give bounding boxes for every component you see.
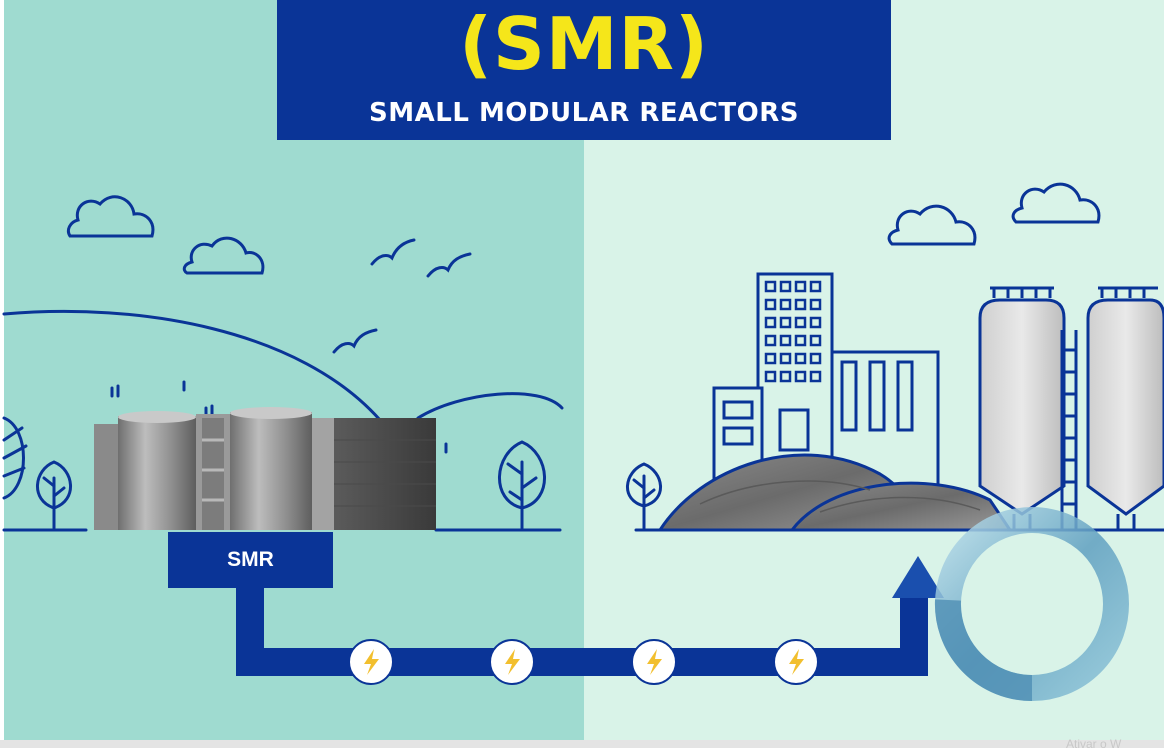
cloud-icon: [887, 204, 977, 246]
hill-outline: [416, 392, 564, 420]
tower-windows: [764, 280, 822, 383]
cloud-icon: [66, 195, 155, 238]
cloud-icon: [182, 236, 265, 275]
lightning-icon: [489, 639, 535, 685]
bird-icon: [370, 238, 416, 266]
tree-icon: [2, 416, 25, 500]
bird-icon: [332, 328, 378, 354]
activation-watermark: Ativar o W: [1066, 737, 1122, 748]
lightning-icon: [631, 639, 677, 685]
left-edge: [0, 0, 4, 740]
title-banner: (SMR) SMALL MODULAR REACTORS: [277, 0, 891, 140]
power-line: [236, 556, 944, 676]
cycle-ring: [934, 507, 1129, 702]
cloud-icon: [1011, 182, 1101, 224]
smr-building: [94, 407, 436, 530]
smr-label-box: SMR: [168, 532, 333, 588]
bottom-bar: [0, 740, 1164, 748]
left-landscape: [2, 195, 564, 532]
up-arrow-icon: [892, 556, 944, 598]
lightning-bolts: [348, 639, 819, 685]
tree-icon: [498, 440, 546, 530]
stone-mounds: [657, 453, 1013, 532]
lightning-icon: [348, 639, 394, 685]
tree-icon: [626, 462, 662, 530]
lightning-icon: [773, 639, 819, 685]
banner-title: (SMR): [459, 2, 709, 86]
hill-outline: [2, 309, 382, 422]
banner-subtitle: SMALL MODULAR REACTORS: [369, 98, 799, 128]
tree-icon: [36, 460, 72, 530]
bird-icon: [426, 252, 472, 278]
